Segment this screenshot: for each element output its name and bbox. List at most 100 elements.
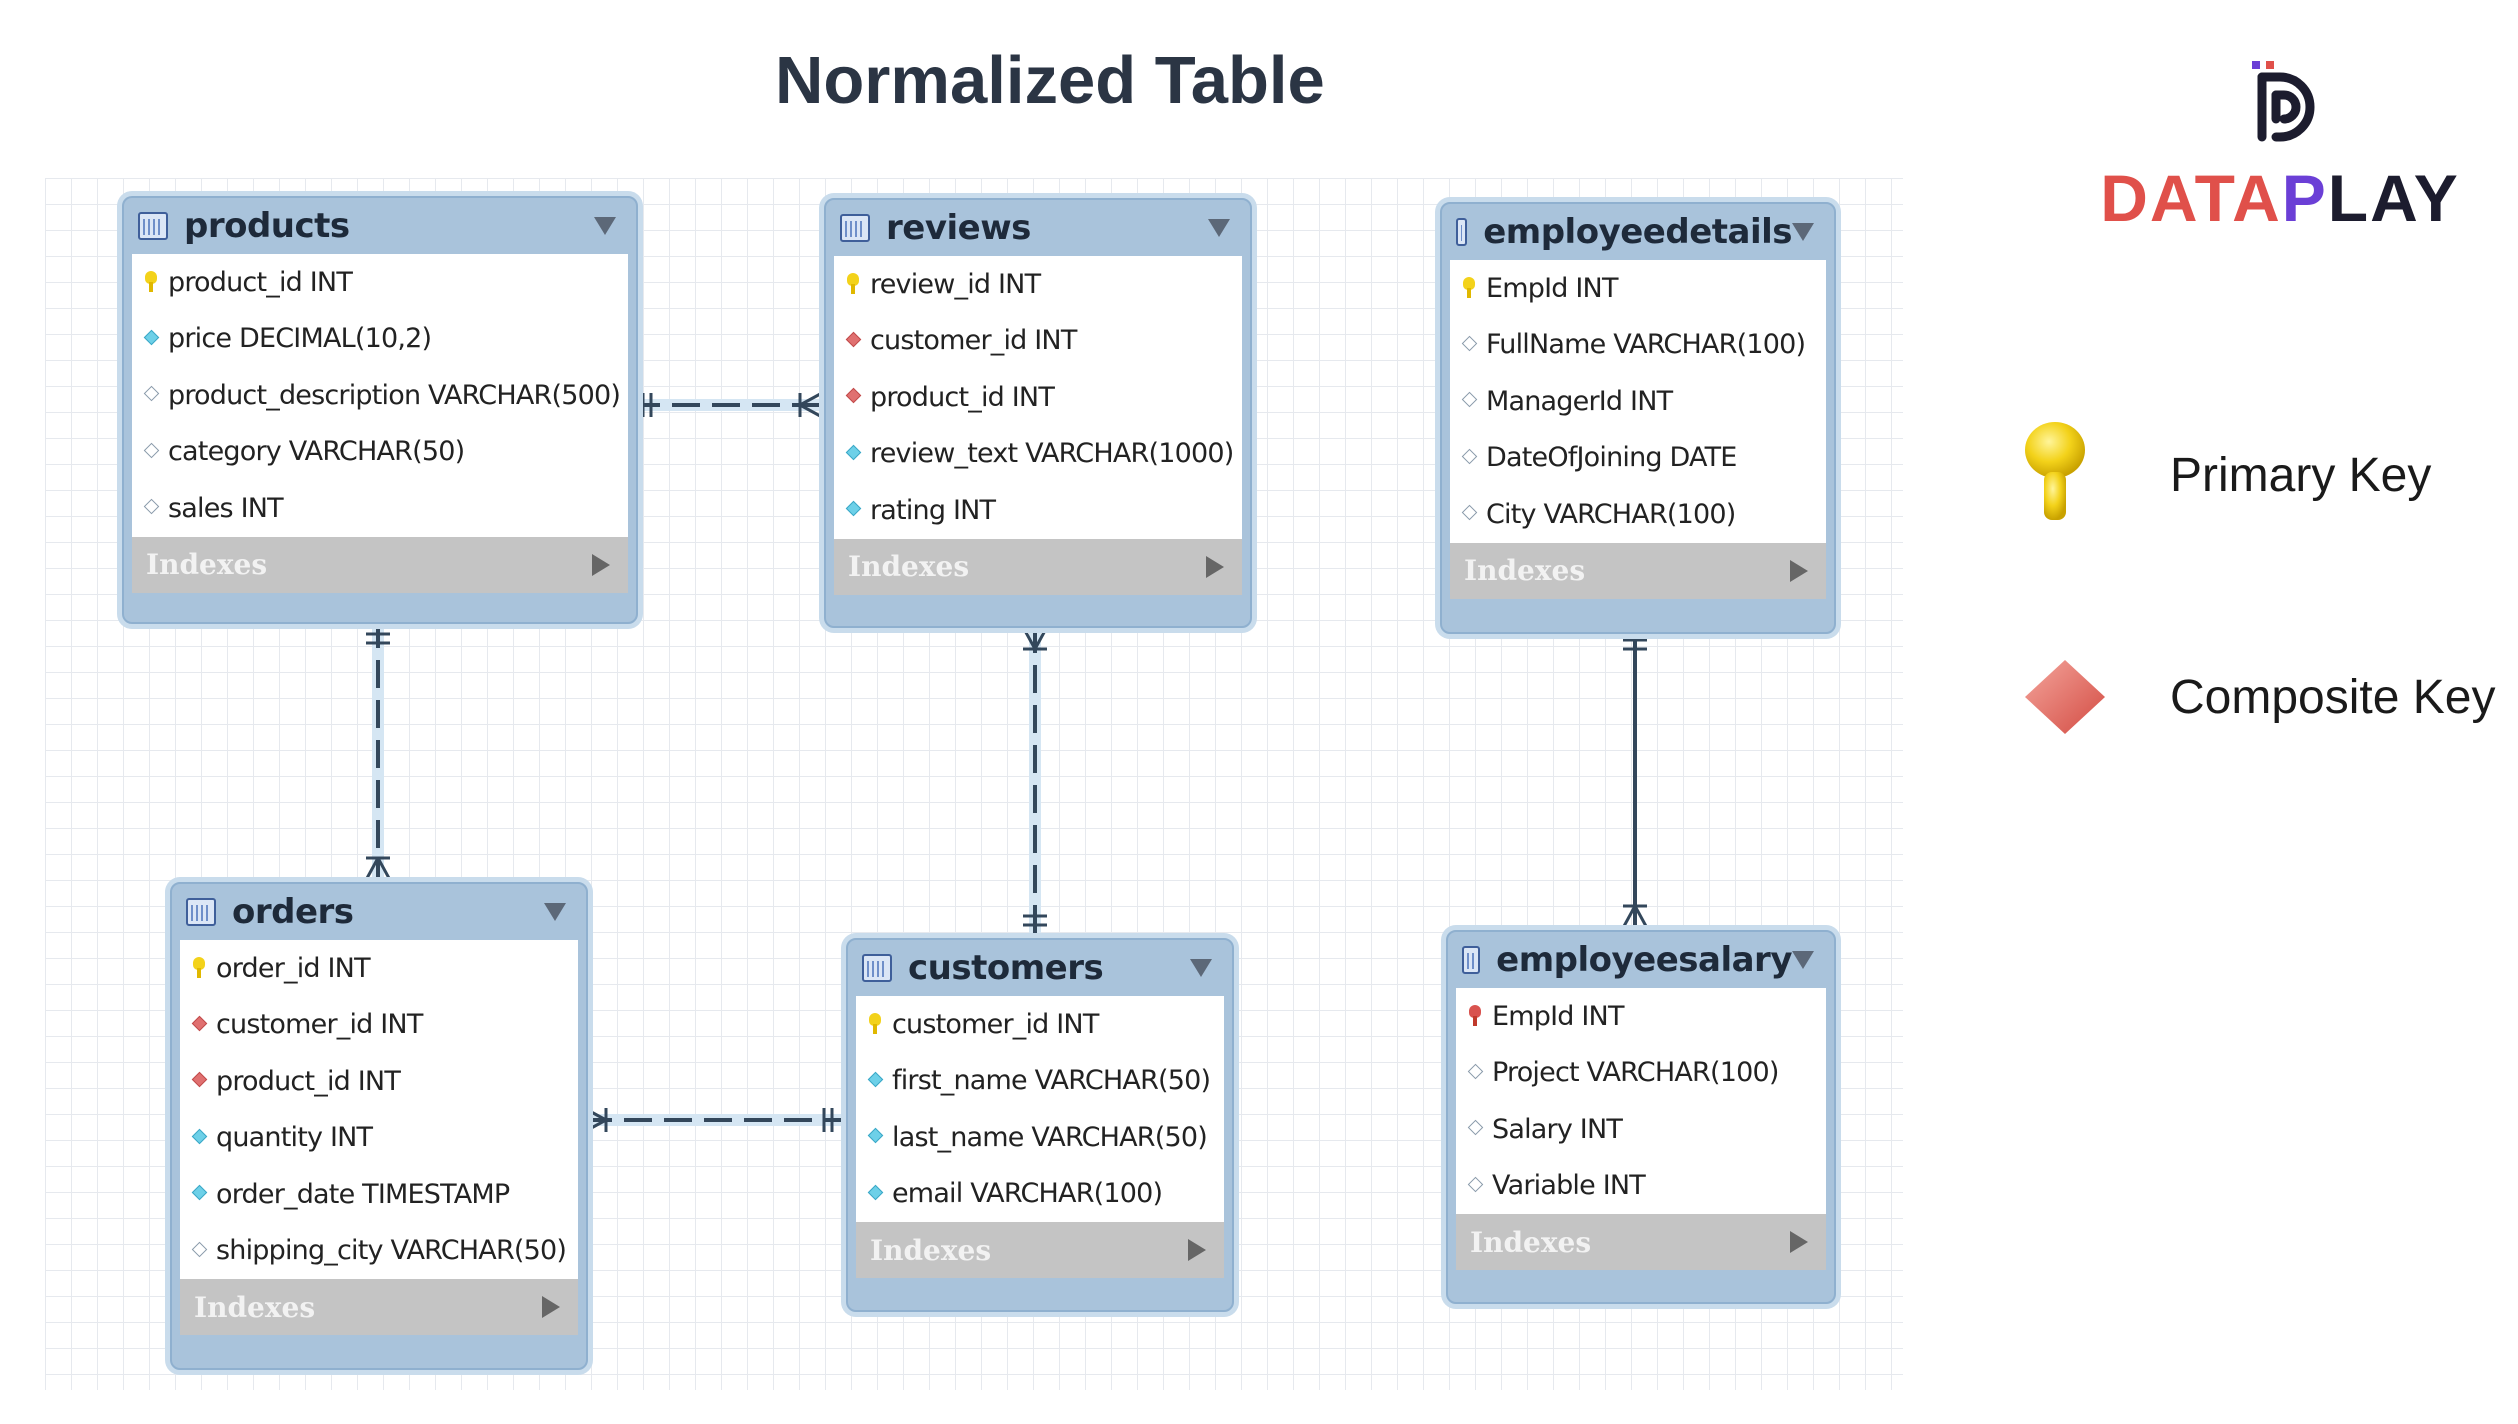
column-row[interactable]: customer_id INT [180, 997, 578, 1054]
table-products[interactable]: products product_id INT price DECIMAL(10,2… [122, 196, 638, 624]
column-row[interactable]: last_name VARCHAR(50) [856, 1109, 1224, 1166]
expand-arrow-icon[interactable] [592, 553, 610, 576]
collapse-arrow-icon[interactable] [1208, 219, 1230, 237]
column-label: EmpId INT [1492, 1000, 1624, 1032]
column-row[interactable]: ManagerId INT [1450, 373, 1826, 430]
nullable-column-icon [1462, 503, 1476, 525]
column-row[interactable]: sales INT [132, 480, 628, 537]
column-label: quantity INT [216, 1122, 373, 1154]
table-icon [138, 212, 168, 240]
column-row[interactable]: Variable INT [1456, 1158, 1826, 1215]
column-row[interactable]: EmpId INT [1450, 260, 1826, 317]
indexes-section[interactable]: Indexes [180, 1279, 578, 1335]
column-row[interactable]: City VARCHAR(100) [1450, 486, 1826, 543]
column-label: order_date TIMESTAMP [216, 1178, 510, 1210]
table-header[interactable]: reviews [826, 200, 1250, 256]
column-row[interactable]: price DECIMAL(10,2) [132, 311, 628, 368]
column-row[interactable]: category VARCHAR(50) [132, 424, 628, 481]
column-label: last_name VARCHAR(50) [892, 1121, 1208, 1153]
indexes-label: Indexes [1470, 1225, 1592, 1259]
indexes-label: Indexes [870, 1233, 992, 1267]
collapse-arrow-icon[interactable] [1792, 951, 1814, 969]
column-row[interactable]: customer_id INT [856, 996, 1224, 1053]
column-row[interactable]: product_description VARCHAR(500) [132, 367, 628, 424]
dataplay-logo-mark [2252, 61, 2315, 142]
column-label: product_id INT [870, 381, 1055, 413]
expand-arrow-icon[interactable] [1790, 559, 1808, 582]
indexes-section[interactable]: Indexes [132, 536, 628, 593]
table-customers[interactable]: customers customer_id INT first_name VARCH… [846, 938, 1234, 1312]
collapse-arrow-icon[interactable] [544, 903, 566, 921]
column-row[interactable]: order_id INT [180, 940, 578, 997]
column-row[interactable]: product_id INT [132, 254, 628, 311]
indexes-label: Indexes [194, 1290, 316, 1324]
table-orders[interactable]: orders order_id INT customer_id INT product… [170, 882, 588, 1370]
indexes-section[interactable]: Indexes [834, 538, 1242, 595]
column-label: sales INT [168, 492, 284, 524]
column-row[interactable]: EmpId INT [1456, 988, 1826, 1045]
indexes-section[interactable]: Indexes [1456, 1214, 1826, 1270]
column-row[interactable]: rating INT [834, 482, 1242, 539]
table-icon [1456, 218, 1468, 246]
primary-key-icon [2025, 422, 2085, 520]
collapse-arrow-icon[interactable] [1190, 959, 1212, 977]
table-header[interactable]: customers [848, 940, 1232, 996]
indexes-section[interactable]: Indexes [856, 1222, 1224, 1278]
nullable-column-icon [1468, 1118, 1482, 1140]
table-header[interactable]: orders [172, 884, 586, 940]
nullable-column-icon [1462, 447, 1476, 469]
collapse-arrow-icon[interactable] [1792, 223, 1814, 241]
column-row[interactable]: order_date TIMESTAMP [180, 1166, 578, 1223]
indexes-label: Indexes [848, 550, 970, 583]
column-row[interactable]: review_id INT [834, 256, 1242, 313]
column-row[interactable]: quantity INT [180, 1110, 578, 1167]
column-label: customer_id INT [892, 1008, 1099, 1040]
column-label: customer_id INT [216, 1009, 423, 1041]
column-row[interactable]: customer_id INT [834, 313, 1242, 370]
expand-arrow-icon[interactable] [1188, 1239, 1206, 1261]
foreign-key-icon [192, 1014, 206, 1036]
primary-key-icon [192, 957, 206, 979]
table-icon [840, 214, 870, 242]
column-row[interactable]: Project VARCHAR(100) [1456, 1045, 1826, 1102]
column-row[interactable]: FullName VARCHAR(100) [1450, 317, 1826, 374]
column-row[interactable]: DateOfJoining DATE [1450, 430, 1826, 487]
column-list: order_id INT customer_id INT product_id IN… [180, 940, 578, 1279]
column-label: order_id INT [216, 952, 371, 984]
column-label: product_description VARCHAR(500) [168, 379, 621, 411]
column-row[interactable]: Salary INT [1456, 1101, 1826, 1158]
table-header[interactable]: products [124, 198, 636, 254]
column-row[interactable]: product_id INT [180, 1053, 578, 1110]
column-label: customer_id INT [870, 325, 1077, 357]
collapse-arrow-icon[interactable] [594, 217, 616, 235]
expand-arrow-icon[interactable] [542, 1296, 560, 1318]
legend-primary-key: Primary Key [2010, 420, 2431, 530]
relation-reviews-customers [1021, 625, 1049, 935]
brand-part-3: LAY [2327, 161, 2460, 235]
table-header[interactable]: employeesalary [1448, 932, 1834, 988]
table-header[interactable]: employeedetails [1442, 204, 1834, 260]
column-label: product_id INT [168, 266, 353, 298]
primary-key-icon [144, 271, 158, 293]
column-row[interactable]: email VARCHAR(100) [856, 1166, 1224, 1223]
brand-part-2: P [2281, 161, 2328, 235]
foreign-key-icon [846, 386, 860, 408]
expand-arrow-icon[interactable] [1790, 1231, 1808, 1253]
column-label: price DECIMAL(10,2) [168, 323, 432, 355]
column-row[interactable]: first_name VARCHAR(50) [856, 1053, 1224, 1110]
expand-arrow-icon[interactable] [1206, 555, 1224, 578]
brand-wordmark: DATAPLAY [2100, 160, 2460, 236]
column-row[interactable]: review_text VARCHAR(1000) [834, 426, 1242, 483]
nullable-column-icon [144, 497, 158, 519]
indexes-section[interactable]: Indexes [1450, 542, 1826, 599]
column-label: Variable INT [1492, 1170, 1646, 1202]
column-row[interactable]: product_id INT [834, 369, 1242, 426]
primary-key-icon [1468, 1005, 1482, 1027]
table-icon [862, 954, 892, 982]
column-row[interactable]: shipping_city VARCHAR(50) [180, 1223, 578, 1280]
foreign-key-icon [846, 330, 860, 352]
table-icon [186, 898, 216, 926]
